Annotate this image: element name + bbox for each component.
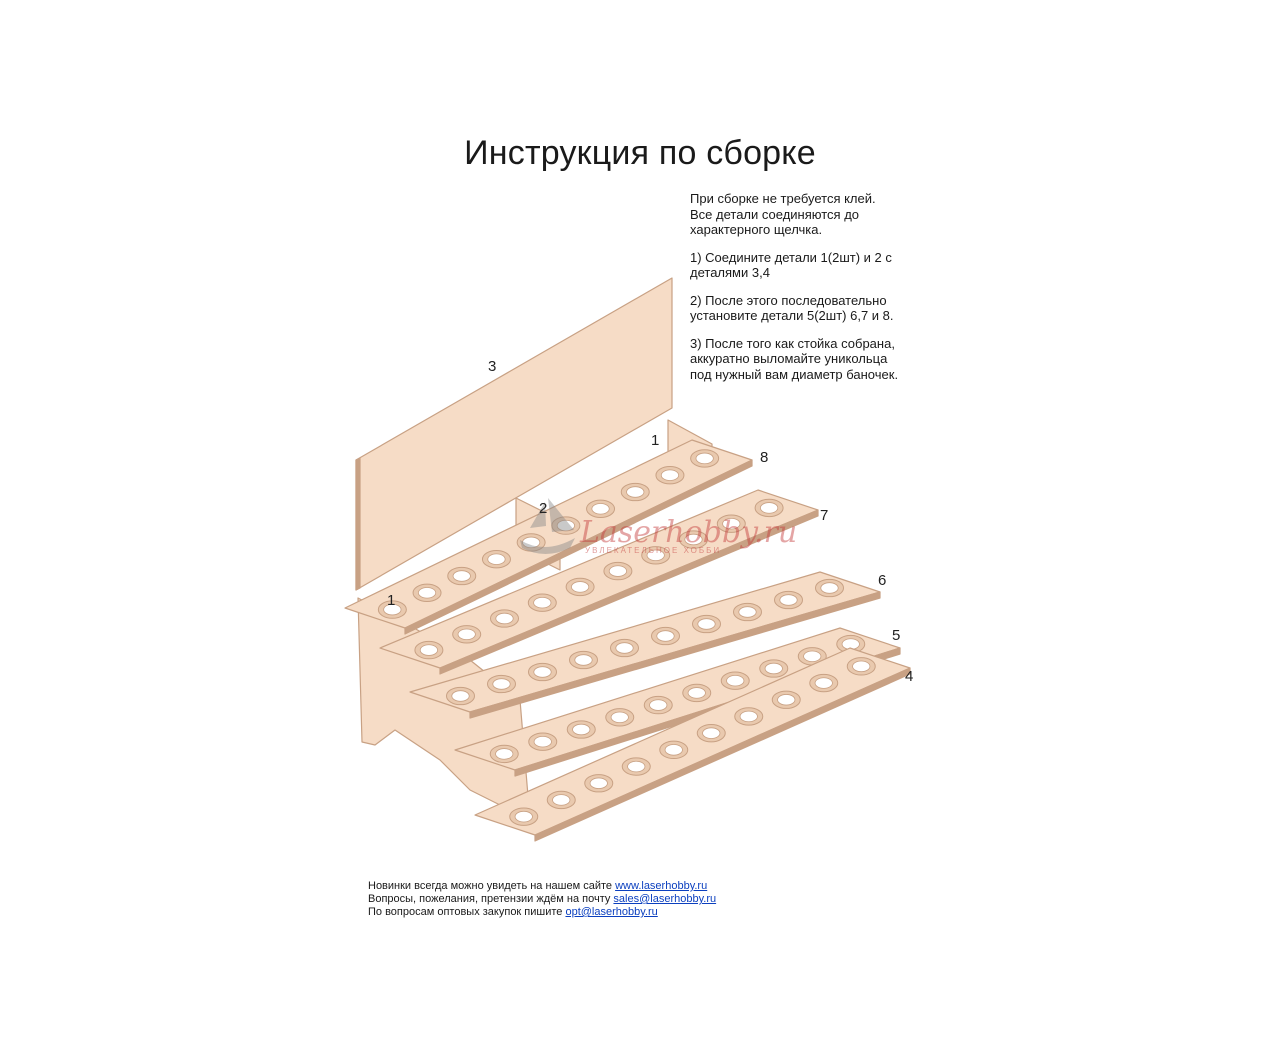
instructions-block: При сборке не требуется клей. Все детали…: [690, 191, 950, 394]
site-link[interactable]: www.laserhobby.ru: [615, 880, 708, 892]
stand-parts: [344, 277, 911, 842]
hole-opening: [419, 644, 438, 656]
part-label-6: 6: [878, 572, 886, 589]
hole-opening: [574, 654, 593, 666]
hole-opening: [760, 502, 779, 514]
watermark-text: Laserhobby.ru: [579, 515, 797, 550]
hole-opening: [687, 687, 706, 699]
hole-opening: [702, 727, 721, 739]
sales-email-link[interactable]: sales@laserhobby.ru: [613, 893, 717, 905]
part-label-7: 7: [820, 507, 828, 524]
hole-opening: [738, 606, 757, 618]
part-label-1-left: 1: [387, 592, 395, 609]
hole-opening: [452, 570, 471, 582]
footer-line-sales: Вопросы, пожелания, претензии ждём на по…: [368, 893, 716, 906]
shelf-part-6-edge: [469, 591, 881, 719]
hole-opening: [852, 660, 871, 673]
hole-opening: [610, 711, 629, 724]
hole-opening: [656, 630, 675, 642]
hole-opening: [820, 582, 839, 594]
footer-sales-text: Вопросы, пожелания, претензии ждём на по…: [368, 893, 614, 905]
hole-opening: [722, 517, 741, 530]
hole-opening: [697, 618, 716, 630]
ship-logo-icon: [520, 498, 575, 554]
hole-opening: [615, 642, 634, 654]
page-title: Инструкция по сборке: [464, 134, 816, 172]
hole-opening: [571, 581, 590, 593]
part-label-5: 5: [892, 627, 900, 644]
opt-email-link[interactable]: opt@laserhobby.ru: [565, 906, 658, 918]
hole-opening: [684, 533, 703, 546]
hole-opening: [552, 794, 571, 806]
assembly-diagram: Laserhobby.ru УВЛЕКАТЕЛЬНОЕ ХОББИ 3 1 1 …: [344, 277, 913, 842]
hole-opening: [495, 748, 514, 760]
instruction-step-2: 2) После этого последовательно установит…: [690, 292, 894, 324]
hole-opening: [627, 760, 646, 773]
hole-opening: [695, 452, 714, 465]
part-label-1-right: 1: [651, 432, 659, 449]
instruction-intro: При сборке не требуется клей. Все детали…: [690, 191, 876, 237]
shelf-part-4-edge: [534, 667, 911, 842]
hole-opening: [649, 699, 668, 711]
hole-opening: [451, 690, 470, 702]
footer-opt-text: По вопросам оптовых закупок пишите: [368, 906, 566, 918]
hole-opening: [487, 553, 506, 565]
hole-opening: [726, 674, 745, 687]
part-labels: 3 1 1 2 8 7 6 5 4: [387, 358, 913, 685]
hole-opening: [492, 678, 511, 690]
hole-opening: [779, 594, 798, 606]
watermark-subtitle: УВЛЕКАТЕЛЬНОЕ ХОББИ: [585, 546, 721, 555]
shelf-part-7-edge: [439, 509, 819, 675]
part-label-2: 2: [539, 500, 547, 517]
hole-opening: [739, 710, 758, 723]
hole-opening: [383, 603, 402, 616]
hole-opening: [457, 628, 476, 641]
hole-opening: [556, 519, 575, 532]
back-panel-edge: [355, 457, 361, 591]
hole-opening: [495, 612, 514, 625]
footer-line-opt: По вопросам оптовых закупок пишите opt@l…: [368, 906, 716, 919]
hole-opening: [803, 650, 822, 663]
hole-opening: [533, 735, 552, 748]
part-label-8: 8: [760, 449, 768, 466]
hole-opening: [660, 469, 680, 481]
footer-site-text: Новинки всегда можно увидеть на нашем са…: [368, 880, 616, 892]
hole-opening: [646, 549, 665, 562]
part-label-4: 4: [905, 668, 913, 685]
hole-opening: [608, 565, 627, 577]
hole-opening: [764, 662, 783, 675]
hole-opening: [533, 596, 552, 609]
hole-opening: [664, 744, 683, 756]
instruction-step-3: 3) После того как стойка собрана, аккура…: [690, 335, 899, 382]
hole-opening: [514, 810, 533, 823]
hole-opening: [533, 666, 552, 678]
hole-opening: [814, 677, 833, 689]
hole-opening: [589, 777, 608, 789]
hole-opening: [417, 587, 437, 599]
watermark-logo: Laserhobby.ru УВЛЕКАТЕЛЬНОЕ ХОББИ: [520, 498, 797, 555]
hole-opening: [626, 486, 645, 498]
hole-opening: [522, 536, 541, 549]
shelf-part-8-edge: [404, 459, 753, 635]
hole-opening: [572, 723, 591, 736]
hole-opening: [777, 694, 796, 706]
part-label-3: 3: [488, 358, 496, 375]
footer-contacts: Новинки всегда можно увидеть на нашем са…: [368, 880, 716, 919]
footer-line-site: Новинки всегда можно увидеть на нашем са…: [368, 880, 716, 893]
hole-opening: [591, 503, 610, 515]
instruction-step-1: 1) Соедините детали 1(2шт) и 2 с деталям…: [690, 249, 892, 281]
